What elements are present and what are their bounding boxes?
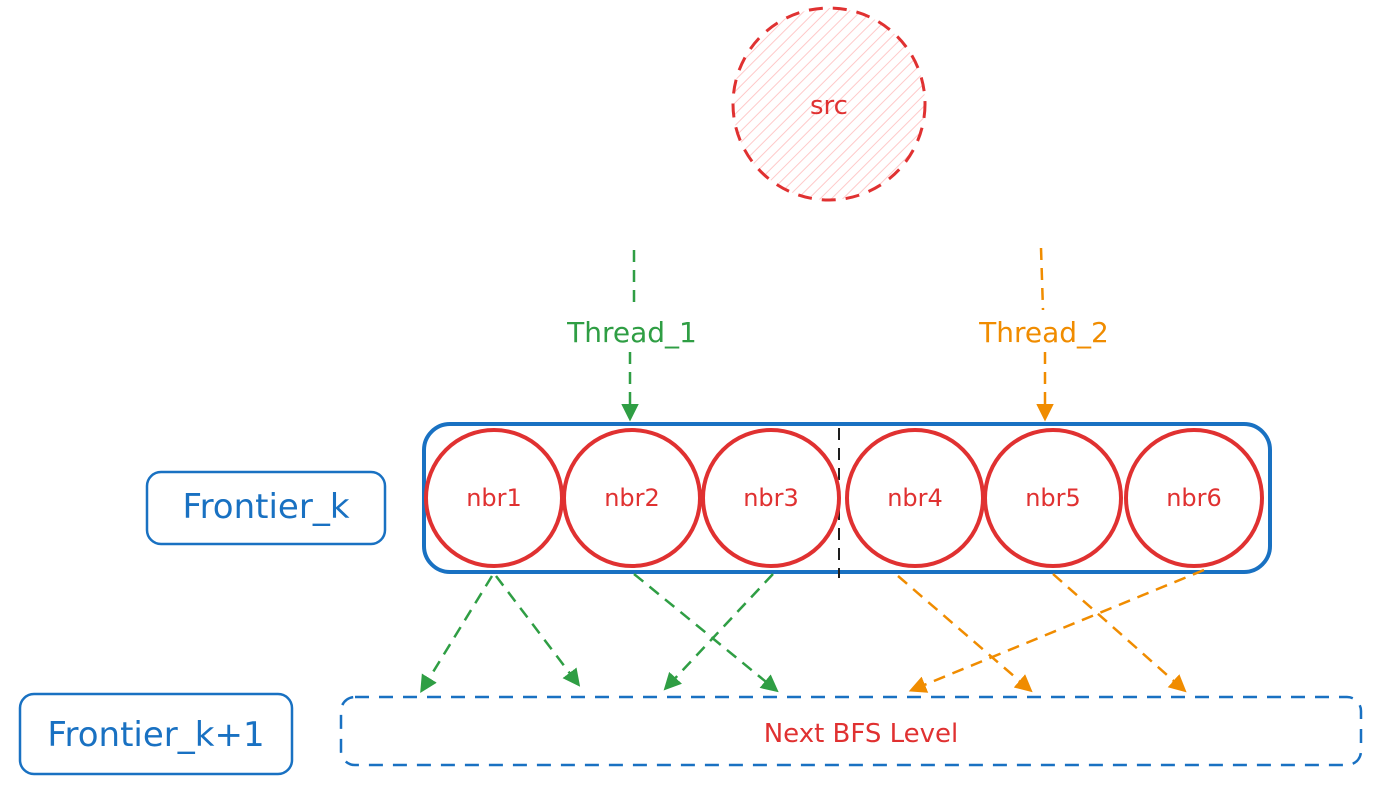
nbr-label-6: nbr6: [1166, 484, 1222, 512]
nbr-node-3: [701, 428, 841, 568]
source-node: src: [731, 6, 927, 202]
nbr-node-2: [562, 428, 702, 568]
nbr-label-3: nbr3: [743, 484, 799, 512]
frontier-next-label-box: Frontier_k+1: [18, 692, 294, 776]
edge-nbr4: [897, 575, 1033, 693]
frontier-k-label: Frontier_k: [182, 487, 349, 527]
nbr-node-5: [983, 428, 1123, 568]
thread-1-label: Thread_1: [566, 316, 697, 349]
edge-nbr5: [1052, 573, 1187, 693]
edge-nbr1-a: [420, 575, 494, 693]
thread-1-arrow: [621, 250, 639, 422]
source-label: src: [810, 91, 848, 121]
edge-nbr1-b: [495, 575, 581, 687]
nbr-label-5: nbr5: [1025, 484, 1081, 512]
nbr-node-6: [1124, 428, 1264, 568]
thread-1-expansion-arrows: [420, 573, 779, 693]
frontier-k-nodes: nbr1 nbr2 nbr3 nbr4 nbr5 nbr6: [424, 428, 1264, 568]
edge-nbr2: [633, 573, 779, 693]
thread-2-label: Thread_2: [978, 316, 1109, 349]
frontier-next-label: Frontier_k+1: [47, 715, 264, 755]
nbr-label-4: nbr4: [887, 484, 943, 512]
nbr-label-2: nbr2: [604, 484, 660, 512]
thread-2-expansion-arrows: [897, 568, 1205, 693]
edge-nbr6: [908, 568, 1205, 693]
next-level-label: Next BFS Level: [764, 719, 959, 749]
frontier-k-label-box: Frontier_k: [145, 470, 387, 546]
edge-nbr3: [663, 573, 774, 691]
thread-2-arrow: [1036, 247, 1054, 422]
next-level-box: Next BFS Level: [339, 695, 1363, 767]
nbr-label-1: nbr1: [466, 484, 522, 512]
